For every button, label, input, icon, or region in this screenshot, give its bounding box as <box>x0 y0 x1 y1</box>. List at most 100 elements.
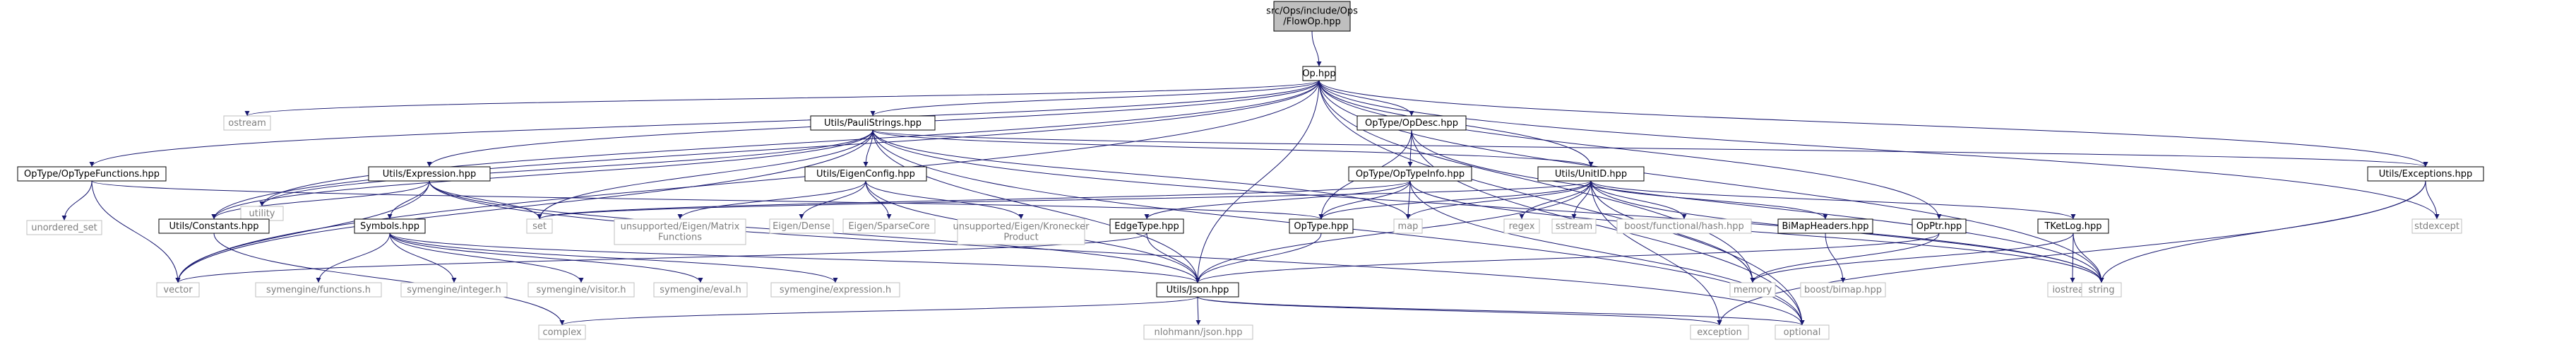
node-box <box>538 324 586 340</box>
node-optypefunctions[interactable]: OpType/OpTypeFunctions.hpp <box>17 166 167 182</box>
node-label: OpType/OpTypeInfo.hpp <box>1356 169 1465 180</box>
node-label: symengine/eval.h <box>660 285 741 295</box>
node-symbols[interactable]: Symbols.hpp <box>354 218 426 234</box>
node-box <box>1800 282 1886 298</box>
node-exceptions[interactable]: Utils/Exceptions.hpp <box>2367 166 2484 182</box>
node-label: map <box>1398 221 1419 232</box>
node-tketlog[interactable]: TKetLog.hpp <box>2037 218 2109 234</box>
edge-optypeinfo-to-optype <box>1318 180 1411 220</box>
node-constants[interactable]: Utils/Constants.hpp <box>158 218 270 234</box>
edge-paulistrings-to-exceptions <box>872 129 2428 168</box>
edge-symbols-to-sym_integer <box>389 233 457 283</box>
node-op[interactable]: Op.hpp <box>1302 66 1336 81</box>
node-string: string <box>2081 282 2122 298</box>
node-box <box>810 115 936 131</box>
edge-symbols-to-sym_expression <box>389 233 838 283</box>
node-set: set <box>526 218 553 234</box>
node-exception: exception <box>1690 324 1749 340</box>
node-box <box>1109 218 1184 234</box>
edge-symbols-to-sym_visitor <box>389 233 584 283</box>
node-label: Utils/UnitID.hpp <box>1555 169 1627 180</box>
node-bimap: boost/bimap.hpp <box>1800 282 1886 298</box>
node-box <box>2037 218 2109 234</box>
node-label: optional <box>1784 327 1821 338</box>
edge-symbols-to-sym_functions <box>316 233 390 283</box>
edge-unitid-to-hash <box>1590 180 1687 220</box>
node-label: exception <box>1697 327 1742 338</box>
node-label: unsupported/Eigen/Kronecker <box>953 222 1090 233</box>
node-label: Utils/Constants.hpp <box>169 221 258 232</box>
node-opdesc[interactable]: OpType/OpDesc.hpp <box>1356 115 1467 131</box>
node-sstream: sstream <box>1551 218 1597 234</box>
node-complex: complex <box>538 324 586 340</box>
node-expression[interactable]: Utils/Expression.hpp <box>368 166 491 182</box>
edge-paulistrings-to-vector <box>175 129 873 283</box>
node-optypeinfo[interactable]: OpType/OpTypeInfo.hpp <box>1348 166 1472 182</box>
edge-paulistrings-to-map <box>872 129 1411 220</box>
node-label: vector <box>163 285 193 295</box>
node-label: complex <box>542 327 581 338</box>
node-sym_functions: symengine/functions.h <box>255 282 382 298</box>
node-box <box>769 218 834 234</box>
node-unitid[interactable]: Utils/UnitID.hpp <box>1537 166 1645 182</box>
node-json[interactable]: Utils/Json.hpp <box>1156 282 1239 298</box>
edge-expression-to-vector <box>175 180 430 283</box>
edge-paulistrings-to-utility <box>259 129 873 207</box>
edge-opptr-to-json <box>1195 233 1940 283</box>
node-optype[interactable]: OpType.hpp <box>1289 218 1354 234</box>
edge-optypefunctions-to-vector <box>91 180 181 283</box>
edge-unitid-to-exception <box>1590 180 1722 326</box>
node-label: symengine/expression.h <box>780 285 891 295</box>
node-opptr[interactable]: OpPtr.hpp <box>1912 218 1967 234</box>
node-box <box>614 218 746 245</box>
node-eigenconfig[interactable]: Utils/EigenConfig.hpp <box>804 166 927 182</box>
node-label: boost/bimap.hpp <box>1804 285 1882 295</box>
node-box <box>2081 282 2122 298</box>
edge-optype-to-json <box>1195 233 1322 283</box>
edge-unitid-to-optype <box>1318 180 1592 220</box>
edge-op-to-optypefunctions <box>89 80 1320 168</box>
edge-optypeinfo-to-edgetype <box>1144 180 1411 220</box>
node-box <box>26 220 102 235</box>
node-optional: optional <box>1775 324 1830 340</box>
node-label: boost/functional/hash.hpp <box>1624 221 1744 232</box>
edge-exceptions-to-exception <box>1717 180 2426 326</box>
node-label: set <box>532 221 547 232</box>
edge-unitid-to-regex <box>1519 180 1592 220</box>
node-sym_visitor: symengine/visitor.h <box>527 282 635 298</box>
node-label: symengine/visitor.h <box>536 285 626 295</box>
node-box <box>354 218 426 234</box>
node-eigen_sparse: Eigen/SparseCore <box>842 218 936 234</box>
node-box <box>1393 218 1423 234</box>
node-sym_integer: symengine/integer.h <box>400 282 508 298</box>
node-box <box>156 282 200 298</box>
node-eigen_dense: Eigen/Dense <box>769 218 834 234</box>
edge-op-to-ostream <box>244 80 1320 117</box>
edge-eigenconfig-to-eigen_sparse <box>865 180 892 220</box>
node-label: Product <box>1003 233 1038 243</box>
node-label: TKetLog.hpp <box>2044 221 2101 232</box>
edge-optypefunctions-to-optype <box>91 180 1324 220</box>
node-label: regex <box>1509 221 1535 232</box>
node-box <box>400 282 508 298</box>
node-box <box>255 282 382 298</box>
node-bimapheaders[interactable]: BiMapHeaders.hpp <box>1777 218 1873 234</box>
edge-op-to-opdesc <box>1318 80 1414 117</box>
edge-optypeinfo-to-map <box>1405 180 1411 220</box>
node-label: ostream <box>228 118 266 129</box>
node-label: Symbols.hpp <box>360 221 419 232</box>
node-paulistrings[interactable]: Utils/PauliStrings.hpp <box>810 115 936 131</box>
node-edgetype[interactable]: EdgeType.hpp <box>1109 218 1184 234</box>
node-label: OpPtr.hpp <box>1916 221 1962 232</box>
node-root: src/Ops/include/Ops/FlowOp.hpp <box>1266 1 1358 32</box>
node-label: symengine/integer.h <box>407 285 501 295</box>
node-label: nlohmann/json.hpp <box>1155 327 1243 338</box>
edge-op-to-opptr <box>1318 80 1942 220</box>
edge-op-to-stdexcept <box>1318 80 2440 220</box>
edge-opdesc-to-string <box>1411 129 2104 283</box>
node-box <box>1302 66 1336 81</box>
edge-op-to-memory <box>1318 80 1755 283</box>
node-box <box>1616 218 1752 234</box>
edge-unitid-to-tketlog <box>1590 180 2076 220</box>
